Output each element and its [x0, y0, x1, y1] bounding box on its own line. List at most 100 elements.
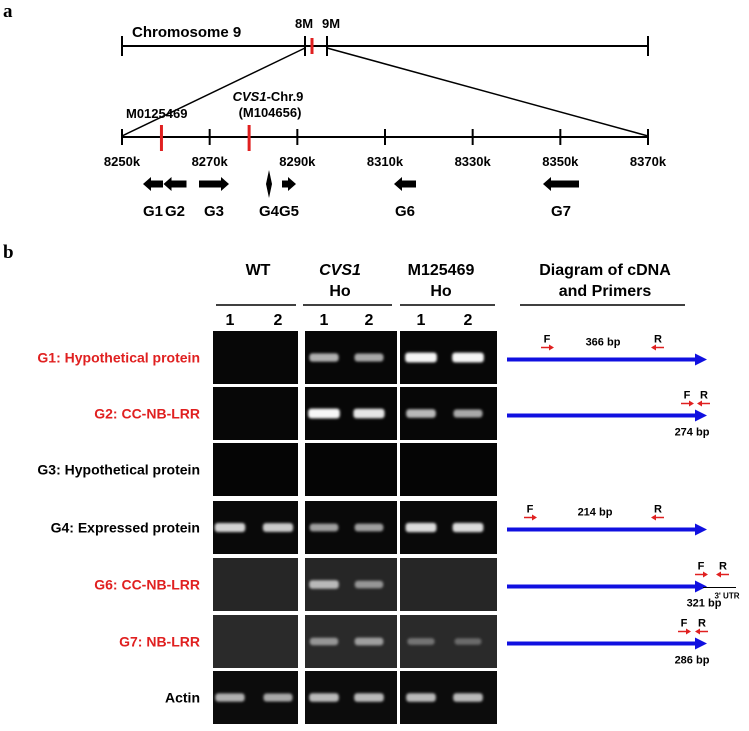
- panel-a-letter: a: [3, 1, 13, 22]
- gel-image: [213, 387, 298, 440]
- primer-r-label: R: [654, 334, 662, 346]
- gel-band: [263, 693, 293, 702]
- gene-label: G5: [279, 203, 299, 220]
- primer-r-head: [697, 400, 702, 407]
- cdna-arrow-head: [695, 637, 707, 650]
- gel-band: [354, 637, 384, 646]
- cdna-diagram: F R 321 bp3' UTR: [507, 561, 740, 610]
- group-header-cvs1-ho: Ho: [329, 283, 351, 300]
- primer-r-head: [716, 571, 721, 578]
- lane-number: 1: [320, 312, 329, 329]
- zoom-line-right: [326, 47, 649, 137]
- utr-label: 3' UTR: [714, 592, 739, 601]
- group-header-m125469-ho: Ho: [430, 283, 452, 300]
- gel-band: [354, 693, 384, 702]
- cdna-arrow-head: [695, 409, 707, 422]
- map-tick-label: 8270k: [192, 154, 229, 169]
- gel-band: [405, 352, 437, 363]
- gel-row: [213, 387, 497, 440]
- gel-row: [213, 443, 497, 496]
- row-label: G4: Expressed protein: [51, 520, 200, 536]
- gene-label: G1: [143, 203, 163, 220]
- map-tick-label: 8250k: [104, 154, 141, 169]
- gel-image: [213, 558, 298, 611]
- gel-band: [452, 522, 484, 533]
- marker-label-cvs1: CVS1-Chr.9: [233, 89, 304, 104]
- amplicon-size-label: 321 bp: [687, 598, 722, 610]
- primer-f-label: F: [698, 561, 705, 573]
- gel-row: [213, 671, 497, 724]
- lane-number: 2: [464, 312, 473, 329]
- gel-row: [213, 331, 497, 384]
- row-label: Actin: [165, 690, 200, 706]
- primer-f-label: F: [684, 390, 691, 402]
- lane-number: 2: [365, 312, 374, 329]
- map-tick-label: 8290k: [279, 154, 316, 169]
- gel-band: [406, 409, 436, 418]
- gene-arrow: [543, 177, 579, 191]
- gel-band: [454, 638, 482, 645]
- gel-band: [353, 408, 385, 419]
- gene-arrow: [394, 177, 416, 191]
- primer-r-label: R: [654, 504, 662, 516]
- amplicon-size-label: 274 bp: [675, 427, 710, 439]
- gene-label: G4: [259, 203, 280, 220]
- gene-label: G2: [165, 203, 185, 220]
- amplicon-size-label: 214 bp: [578, 507, 613, 519]
- gene-arrow: [199, 177, 229, 191]
- primer-r-label: R: [719, 561, 727, 573]
- gel-image: [213, 331, 298, 384]
- primer-f-head: [549, 344, 554, 351]
- gene-label: G6: [395, 203, 415, 220]
- diagram-title-line2: and Primers: [559, 283, 652, 300]
- gene-arrow: [282, 177, 296, 191]
- mark-9m: 9M: [322, 16, 340, 31]
- group-header-cvs1: CVS1: [319, 262, 361, 279]
- primer-f-label: F: [544, 334, 551, 346]
- map-tick-label: 8310k: [367, 154, 404, 169]
- primer-r-head: [651, 514, 656, 521]
- gel-band: [309, 353, 339, 362]
- gene-arrow: [266, 170, 272, 198]
- primer-r-head: [695, 628, 700, 635]
- gel-band: [309, 693, 339, 702]
- primer-f-head: [703, 571, 708, 578]
- gel-band: [405, 522, 437, 533]
- row-label: G3: Hypothetical protein: [37, 462, 200, 478]
- gel-band: [354, 353, 384, 362]
- primer-f-label: F: [527, 504, 534, 516]
- primer-f-label: F: [681, 618, 688, 630]
- marker-label-m0125469: M0125469: [126, 106, 187, 121]
- gel-band: [354, 523, 384, 532]
- primer-f-head: [689, 400, 694, 407]
- gel-band: [214, 523, 246, 532]
- gel-band: [407, 638, 435, 645]
- map-tick-label: 8350k: [542, 154, 579, 169]
- lane-number: 1: [226, 312, 235, 329]
- cdna-arrow-head: [695, 353, 707, 366]
- cdna-arrow-shaft: [507, 413, 697, 418]
- gel-image: [400, 443, 497, 496]
- group-header-wt: WT: [246, 262, 271, 279]
- amplicon-size-label: 366 bp: [586, 337, 621, 349]
- group-header-m125469: M125469: [408, 262, 475, 279]
- gene-label: G3: [204, 203, 224, 220]
- gel-row: [213, 501, 497, 554]
- lane-number: 2: [274, 312, 283, 329]
- primer-f-head: [686, 628, 691, 635]
- marker-label-m104656: (M104656): [239, 105, 302, 120]
- primer-r-label: R: [698, 618, 706, 630]
- gel-row: [213, 615, 497, 668]
- gel-image: [400, 558, 497, 611]
- primer-r-label: R: [700, 390, 708, 402]
- zoom-line-left: [121, 47, 306, 137]
- primer-r-head: [651, 344, 656, 351]
